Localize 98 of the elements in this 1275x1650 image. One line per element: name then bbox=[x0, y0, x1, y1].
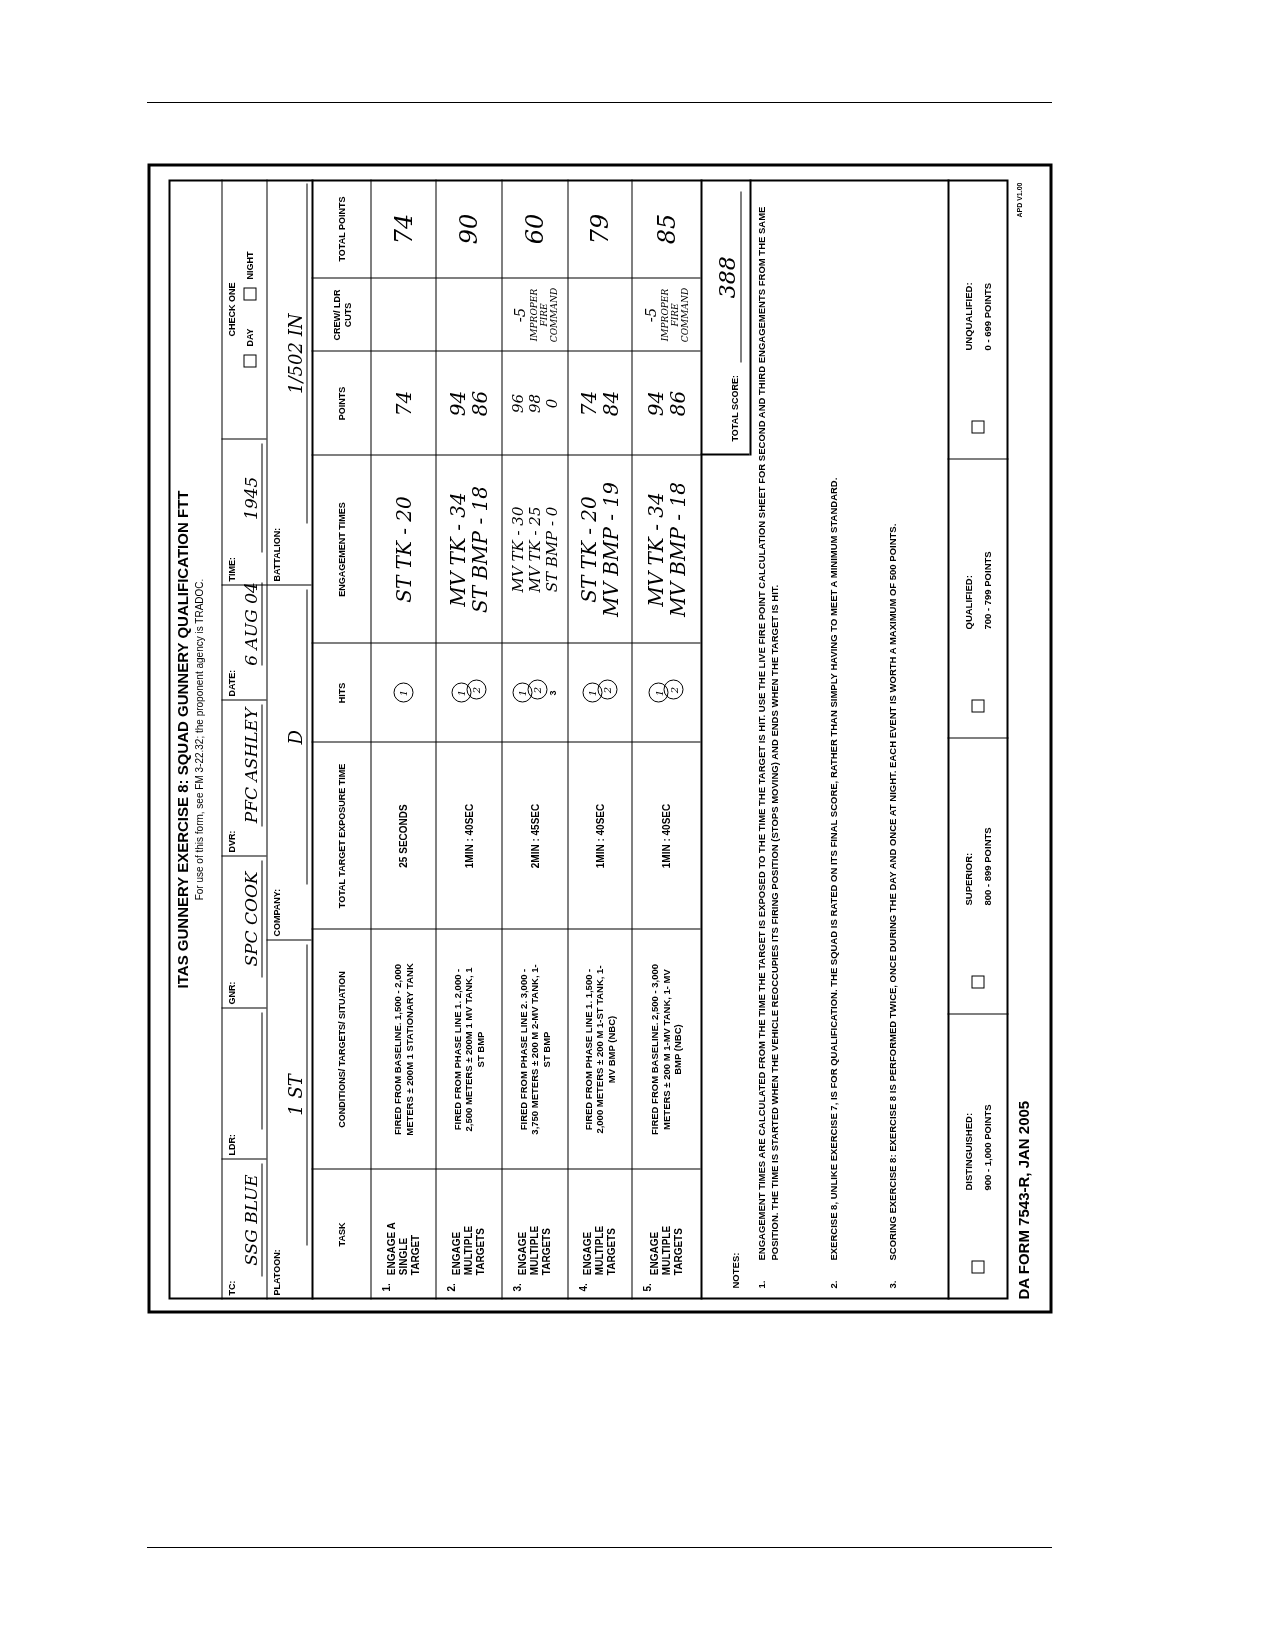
handwritten-entry: 1945 bbox=[239, 443, 263, 553]
field-label: TC: bbox=[225, 1280, 238, 1296]
conditions-text: FIRED FROM BASELINE. 2,500 - 3,000 METERS ± 200 M 1-MV TANK, 1- MV BMP (NBC) bbox=[648, 963, 684, 1137]
field-label: PLATOON: bbox=[270, 1249, 283, 1296]
conditions-text: FIRED FROM PHASE LINE 1. 1,500 - 2,000 METERS ± 200 M 1-ST TANK, 1-MV BMP (NBC) bbox=[582, 964, 617, 1136]
handwritten-time: MV BMP - 19 bbox=[599, 482, 622, 617]
handwritten-time: MV TK - 34 bbox=[644, 492, 666, 607]
note-text: ENGAGEMENT TIMES ARE CALCULATED FROM THE TIME THE TARGET IS EXPOSED TO THE TIME THE TARGET IS HIT. USE THE LIVE FIRE POINT CALCULATION SHEET FOR SECOND AND THIRD ENGAGEMENTS FROM THE SAME POSITION. THE TIME IS STARTED WHEN THE VEHICLE REOCCUPIES ITS FIRING POSITION (STOPS MOVING) AND ENDS WHEN THE TARGET IS HIT. bbox=[754, 205, 781, 1261]
column-header: TOTAL POINTS bbox=[336, 196, 348, 262]
handwritten-total: 74 bbox=[388, 213, 418, 245]
rating-range: 900 - 1,000 POINTS bbox=[980, 1104, 994, 1191]
handwritten-points: 98 bbox=[526, 393, 543, 414]
handwritten-deduction: -5 bbox=[642, 307, 660, 323]
column-header: CONDITIONS/ TARGETS/ SITUATION bbox=[336, 971, 348, 1128]
column-header: HITS bbox=[336, 682, 348, 704]
column-header: POINTS bbox=[336, 386, 348, 421]
note-number: 1. bbox=[754, 1280, 768, 1289]
rating-name: DISTINGUISHED: bbox=[961, 1111, 975, 1191]
task-number: 3. bbox=[510, 1283, 524, 1292]
exposure-time: 25 SECONDS bbox=[396, 804, 410, 868]
conditions-text: FIRED FROM PHASE LINE 2. 3,000 - 3,750 METERS ± 200 M 2-MV TANK, 1-ST BMP bbox=[517, 963, 552, 1137]
rating-name: QUALIFIED: bbox=[961, 574, 975, 630]
task-number: 1. bbox=[379, 1283, 393, 1292]
task-name: ENGAGE MULTIPLE TARGETS bbox=[581, 1224, 618, 1276]
handwritten-time: MV TK - 34 bbox=[446, 492, 469, 607]
column-header: CREW/ LDR CUTS bbox=[331, 288, 353, 343]
exposure-time: 2MIN : 45SEC bbox=[528, 803, 541, 869]
task-name: ENGAGE MULTIPLE TARGETS bbox=[450, 1224, 487, 1276]
handwritten-total: 60 bbox=[519, 213, 550, 245]
handwritten-time: ST BMP - 0 bbox=[543, 506, 560, 593]
handwritten-total: 79 bbox=[584, 213, 615, 245]
form-title: ITAS GUNNERY EXERCISE 8: SQUAD GUNNERY QUALIFICATION FTT bbox=[172, 490, 192, 989]
handwritten-deduction: IMPROPER FIRE COMMAND bbox=[528, 286, 558, 345]
rating-name: UNQUALIFIED: bbox=[961, 282, 975, 351]
column-header: TASK bbox=[336, 1222, 348, 1247]
field-label: TIME: bbox=[225, 557, 238, 582]
handwritten-deduction: IMPROPER FIRE COMMAND bbox=[659, 286, 690, 345]
notes-heading: NOTES: bbox=[728, 1252, 742, 1289]
handwritten-points: 86 bbox=[666, 390, 688, 417]
field-label: DVR: bbox=[225, 830, 238, 853]
handwritten-points: 74 bbox=[392, 390, 414, 417]
handwritten-total: 85 bbox=[651, 213, 681, 245]
handwritten-deduction: -5 bbox=[511, 307, 528, 323]
handwritten-time: ST BMP - 18 bbox=[468, 486, 491, 613]
field-label: LDR: bbox=[225, 1134, 238, 1156]
note-text: SCORING EXERCISE 8: EXERCISE 8 IS PERFORMED TWICE, ONCE DURING THE DAY AND ONCE AT NIGHT. EACH EVENT IS WORTH A MAXIMUM OF 500 POINTS. bbox=[885, 522, 899, 1261]
rating-range: 0 - 699 POINTS bbox=[980, 282, 993, 351]
handwritten-total: 90 bbox=[453, 213, 484, 245]
handwritten-entry: SSG BLUE bbox=[239, 1163, 263, 1277]
field-label: COMPANY: bbox=[270, 888, 283, 937]
hit-count: 3 bbox=[547, 690, 557, 696]
option-label: DAY bbox=[243, 328, 255, 347]
handwritten-time: MV TK - 30 bbox=[509, 506, 526, 593]
handwritten-time: MV TK - 25 bbox=[526, 506, 543, 593]
note-text: EXERCISE 8, UNLIKE EXERCISE 7, IS FOR QUALIFICATION. THE SQUAD IS RATED ON ITS FINAL SCORE, RATHER THAN SIMPLY HAVING TO MEET A MINIMUM STANDARD. bbox=[826, 476, 840, 1261]
handwritten-points: 74 bbox=[577, 390, 600, 417]
note-number: 2. bbox=[826, 1280, 840, 1289]
handwritten-points: 94 bbox=[644, 390, 666, 417]
task-name: ENGAGE MULTIPLE TARGETS bbox=[648, 1224, 684, 1276]
column-header: TOTAL TARGET EXPOSURE TIME bbox=[336, 763, 348, 909]
handwritten-entry: 388 bbox=[714, 191, 742, 363]
handwritten-points: 96 bbox=[509, 393, 526, 414]
exposure-time: 1MIN : 40SEC bbox=[462, 803, 475, 869]
handwritten-time: ST TK - 20 bbox=[392, 496, 414, 603]
handwritten-entry: PFC ASHLEY bbox=[239, 704, 263, 827]
handwritten-entry: 1 ST bbox=[284, 944, 308, 1246]
task-name: ENGAGE MULTIPLE TARGETS bbox=[516, 1224, 553, 1276]
handwritten-time: ST TK - 20 bbox=[577, 496, 600, 603]
handwritten-entry: 1/502 IN bbox=[284, 183, 308, 524]
handwritten-entry: 6 AUG 04 bbox=[239, 582, 263, 666]
option-label: NIGHT bbox=[243, 251, 255, 280]
task-number: 2. bbox=[444, 1283, 458, 1292]
handwritten-points: 0 bbox=[543, 398, 560, 409]
note-number: 3. bbox=[885, 1280, 899, 1289]
task-number: 5. bbox=[640, 1283, 654, 1292]
conditions-text: FIRED FROM BASELINE. 1,500 - 2,000 METERS ± 200M 1 STATIONARY TANK bbox=[391, 962, 415, 1137]
rating-range: 700 - 799 POINTS bbox=[980, 551, 993, 630]
field-label: CHECK ONE bbox=[225, 282, 238, 337]
handwritten-time: MV BMP - 18 bbox=[666, 482, 688, 617]
rating-range: 800 - 899 POINTS bbox=[980, 827, 993, 906]
conditions-text: FIRED FROM PHASE LINE 1. 2,000 - 2,500 METERS ± 200M 1 MV TANK, 1 ST BMP bbox=[451, 966, 486, 1134]
exposure-time: 1MIN : 40SEC bbox=[659, 803, 673, 869]
field-label: DATE: bbox=[225, 669, 238, 697]
field-label: TOTAL SCORE: bbox=[728, 375, 740, 442]
task-name: ENGAGE A SINGLE TARGET bbox=[385, 1221, 421, 1276]
field-label: BATTALION: bbox=[270, 527, 283, 582]
handwritten-points: 84 bbox=[599, 390, 622, 417]
form-subtitle: For use of this form, see FM 3-22.32; the proponent agency is TRADOC. bbox=[192, 578, 206, 901]
exposure-time: 1MIN : 40SEC bbox=[593, 803, 606, 869]
form-number: DA FORM 7543-R, JAN 2005 bbox=[1013, 1100, 1033, 1300]
rating-name: SUPERIOR: bbox=[961, 851, 975, 906]
handwritten-entry: SPC COOK bbox=[239, 860, 263, 978]
column-header: ENGAGEMENT TIMES bbox=[336, 502, 348, 597]
field-label: GNR: bbox=[225, 981, 238, 1005]
handwritten-entry: D bbox=[284, 589, 308, 885]
handwritten-points: 94 bbox=[446, 390, 469, 417]
handwritten-points: 86 bbox=[468, 390, 491, 417]
task-number: 4. bbox=[576, 1283, 590, 1292]
